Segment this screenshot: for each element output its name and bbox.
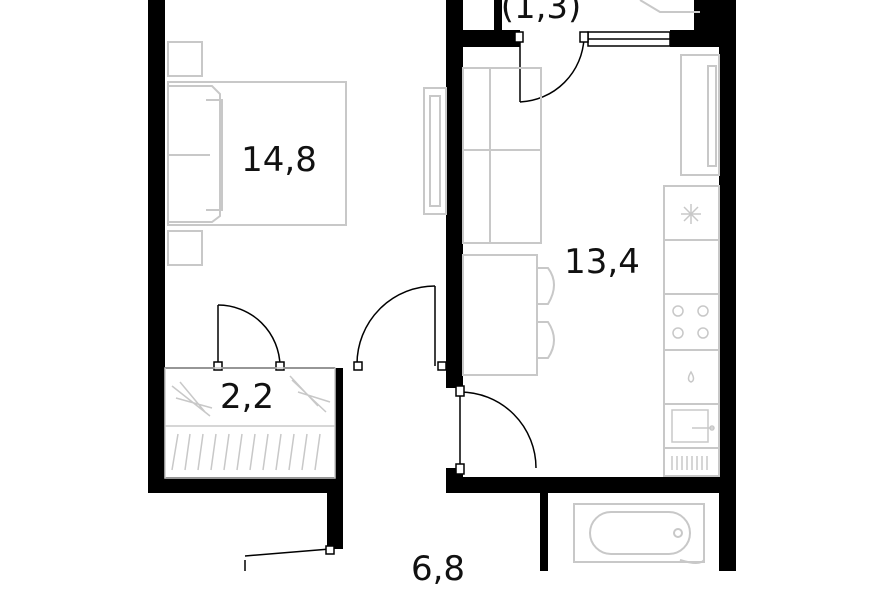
bed	[167, 81, 347, 226]
sofa	[462, 67, 542, 244]
wall-top-stub-right	[694, 0, 736, 30]
hood-icon	[681, 204, 701, 224]
wall-left	[148, 0, 165, 492]
chair-2	[537, 321, 555, 359]
kitchen-furniture	[462, 54, 720, 477]
window	[587, 31, 671, 47]
bedroom-door	[353, 285, 447, 371]
wall-balcony-left	[446, 30, 520, 47]
wardrobe-doors	[213, 304, 285, 371]
nightstand-bottom	[167, 230, 203, 266]
wall-center	[446, 0, 463, 388]
wardrobe-hangers	[164, 367, 336, 479]
entrance-door	[244, 545, 335, 571]
bedroom-area-label: 14,8	[241, 140, 317, 180]
stove-icon	[672, 305, 709, 339]
sink-icon	[671, 409, 715, 470]
floor-plan	[148, 0, 736, 571]
dishwasher-icon	[687, 370, 695, 383]
bathroom-fixtures	[573, 503, 705, 564]
bathtub	[573, 503, 705, 563]
wall-hall-left	[327, 477, 343, 549]
wall-right	[719, 0, 736, 571]
nightstand-top	[167, 41, 203, 77]
bedroom-furniture	[167, 41, 447, 266]
wall-top-stub-left	[494, 0, 502, 30]
dining-table	[462, 254, 538, 376]
wall-kitchen-bottom	[446, 477, 736, 493]
hallway-area-label: 6,8	[410, 549, 466, 589]
bedroom-cabinet	[423, 87, 447, 215]
walls	[148, 0, 736, 571]
wall-balcony-right	[670, 30, 736, 47]
wall-bedroom-bottom	[148, 477, 343, 493]
wall-bath-left	[540, 493, 548, 571]
wardrobe-area-label: 2,2	[219, 377, 275, 417]
fridge	[680, 54, 720, 176]
balcony-area-label: (1,3)	[500, 0, 582, 27]
kitchen-door	[455, 385, 537, 475]
kitchen-counter	[663, 185, 720, 477]
kitchen-area-label: 13,4	[564, 242, 640, 282]
balcony-railing-icon	[639, 0, 700, 13]
chair-1	[537, 267, 555, 305]
